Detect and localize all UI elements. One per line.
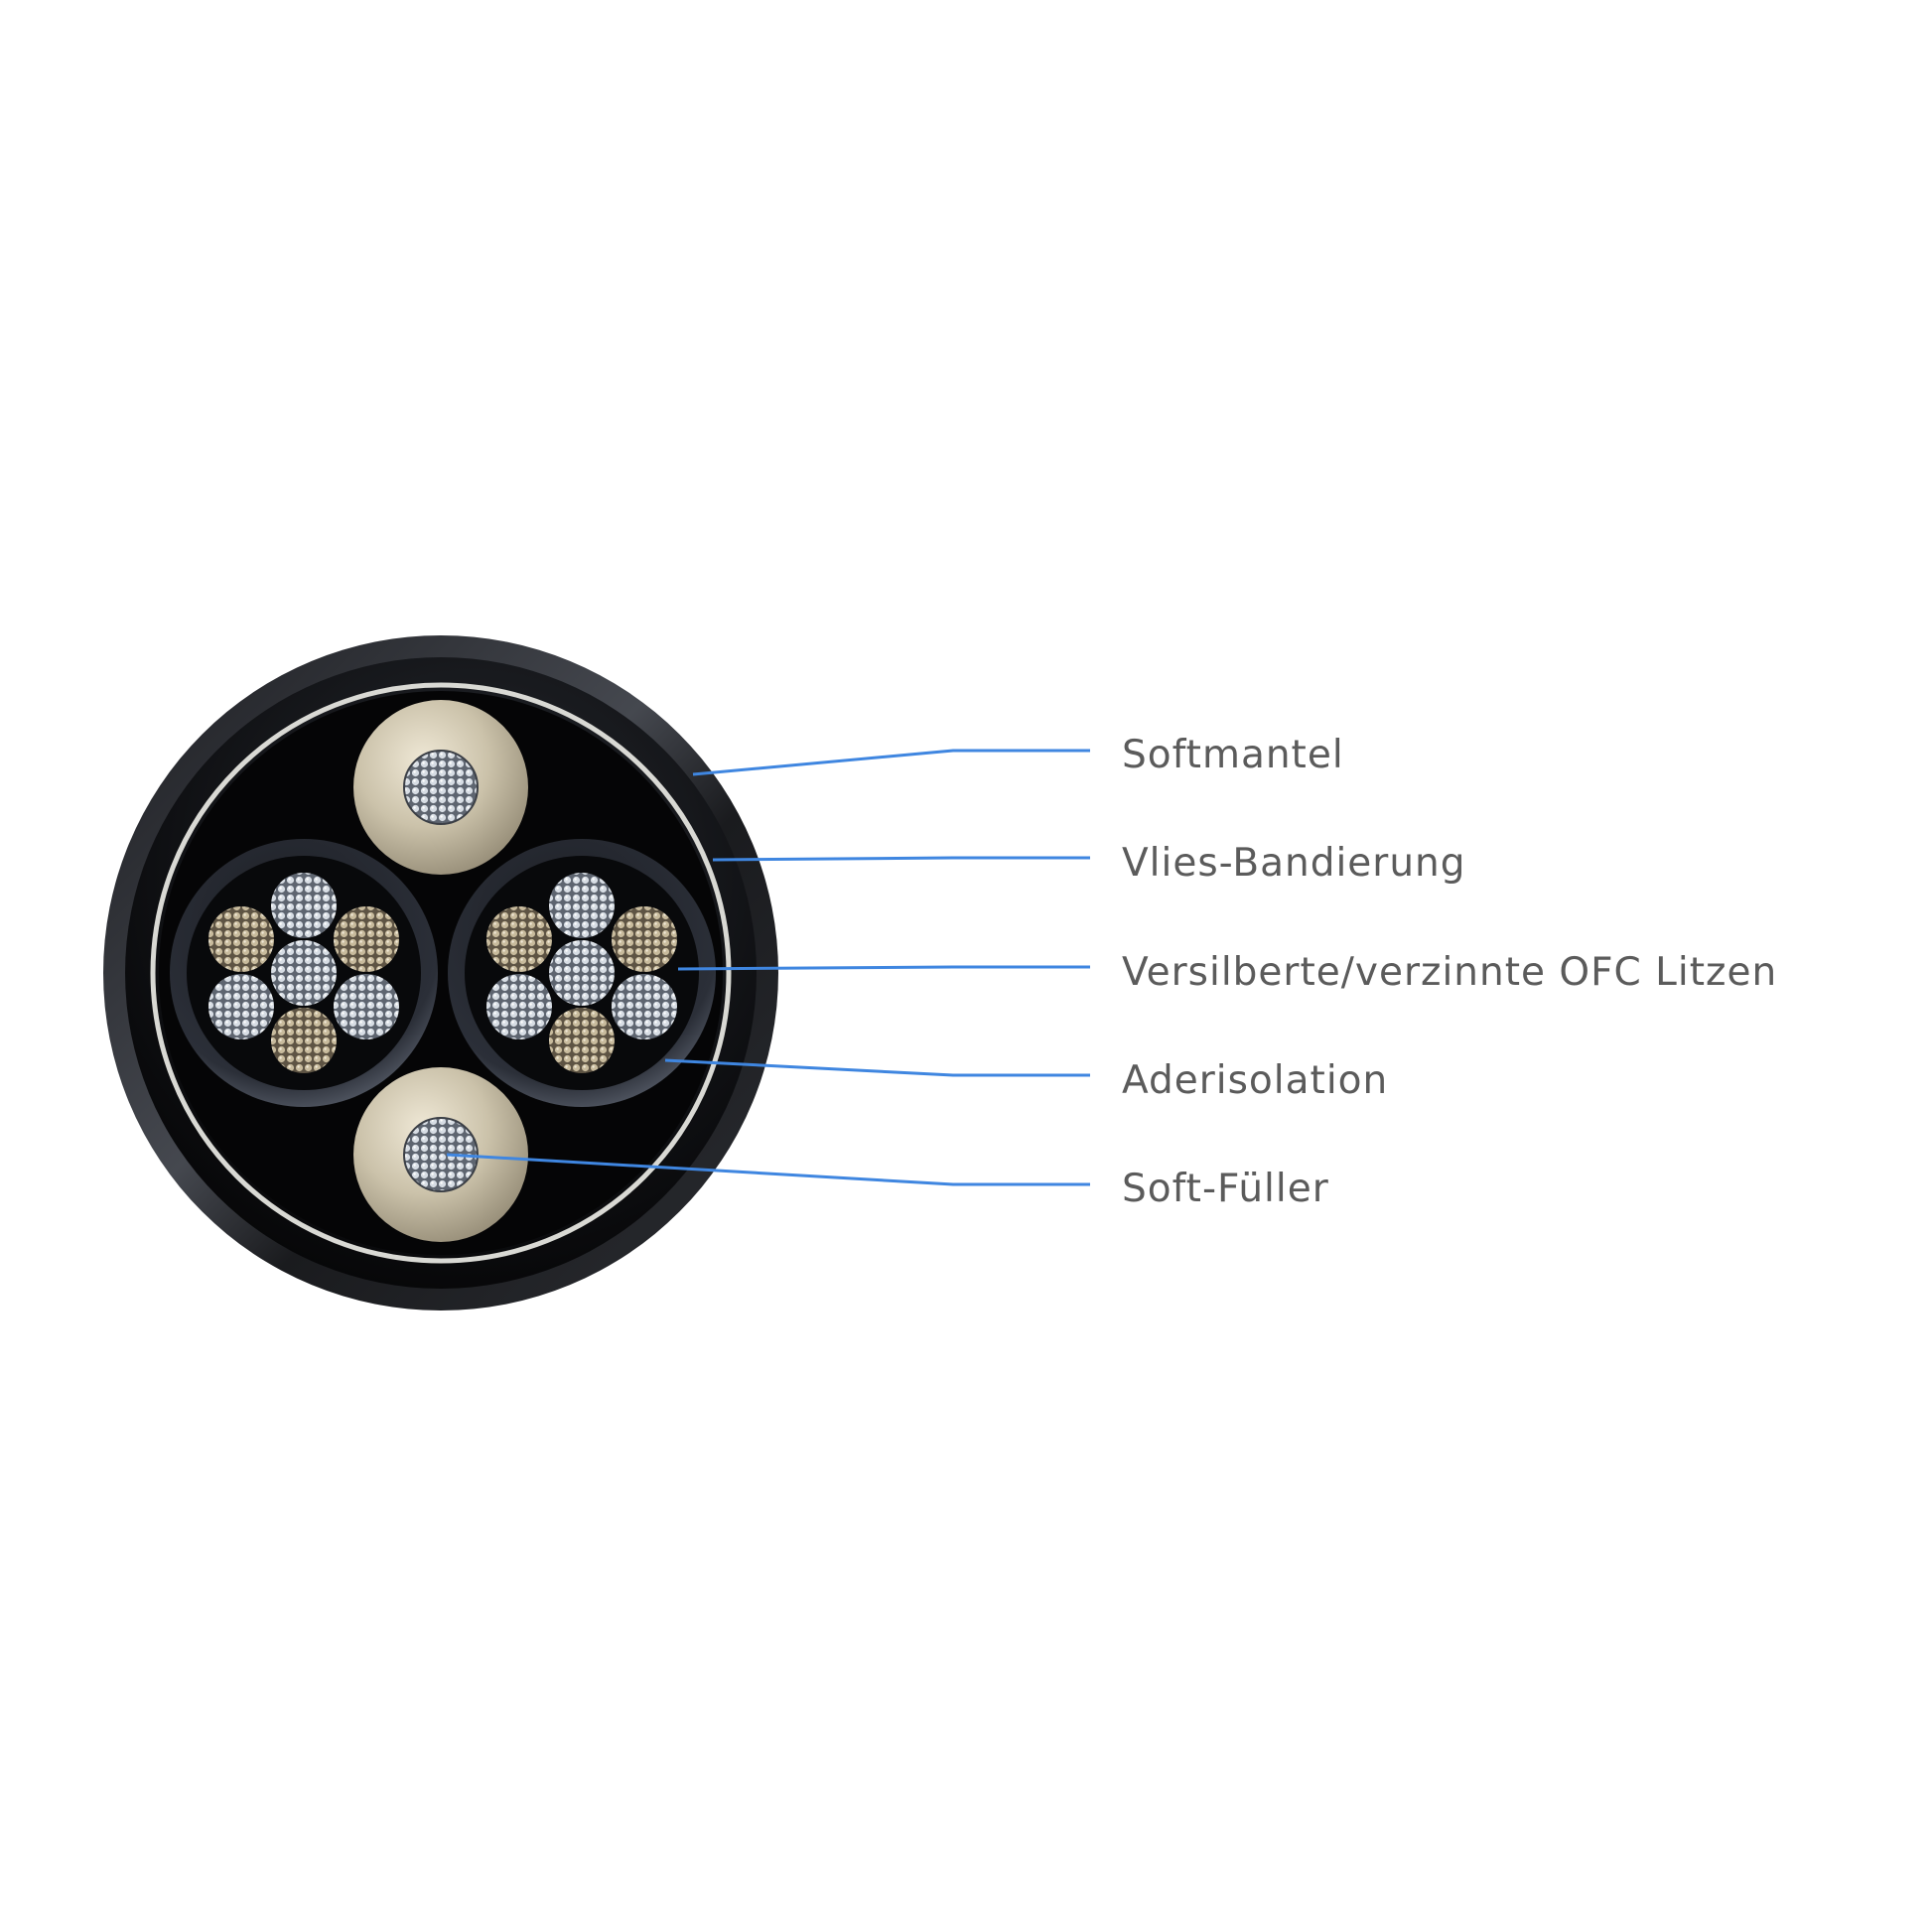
strand-bundles-left bbox=[208, 873, 399, 1073]
callout-line-fueller bbox=[446, 1153, 1090, 1186]
callout-line-aderisolation bbox=[664, 1058, 1090, 1077]
callout-lines bbox=[446, 749, 1090, 1186]
label-vlies-bandierung: Vlies-Bandierung bbox=[1122, 841, 1466, 886]
core-right bbox=[448, 839, 716, 1107]
label-litzen: Versilberte/verzinnte OFC Litzen bbox=[1122, 950, 1777, 995]
inner-fill bbox=[159, 691, 723, 1255]
callout-labels: Softmantel Vlies-Bandierung Versilberte/… bbox=[1122, 733, 1777, 1211]
label-softmantel: Softmantel bbox=[1122, 733, 1344, 777]
label-soft-fueller: Soft-Füller bbox=[1122, 1167, 1329, 1211]
callout-line-softmantel bbox=[692, 749, 1090, 776]
callout-line-litzen bbox=[677, 965, 1090, 971]
strand-bundles-right bbox=[486, 873, 677, 1073]
vlies-band-ring bbox=[150, 682, 732, 1264]
filler-bottom bbox=[353, 1067, 528, 1242]
label-aderisolation: Aderisolation bbox=[1122, 1058, 1388, 1103]
callout-line-vlies bbox=[712, 856, 1090, 862]
filler-top bbox=[353, 700, 528, 875]
core-left bbox=[170, 839, 438, 1107]
